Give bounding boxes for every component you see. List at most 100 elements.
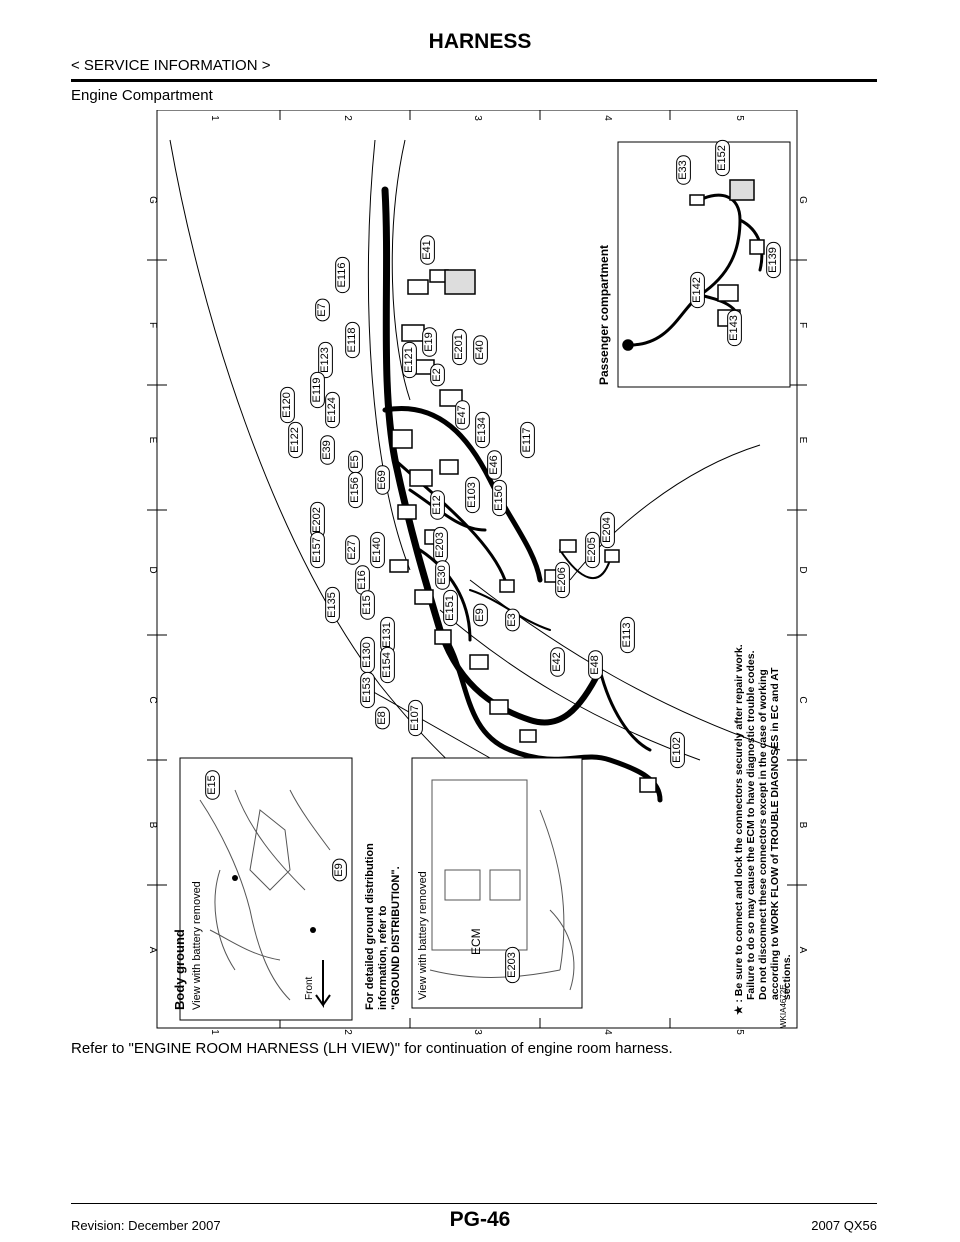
figure-code-text: WKIA4672E (779, 984, 788, 1028)
connector-label-box (452, 328, 467, 366)
section-label: < SERVICE INFORMATION > (71, 57, 271, 74)
footer-rule (71, 1203, 877, 1204)
grid-letter-left: F (147, 322, 158, 328)
connector-callout-text: E122 (289, 427, 301, 453)
connector-label-box (402, 341, 417, 379)
grid-number-top: 5 (734, 115, 745, 121)
body-ground-connector-text: E9 (333, 863, 345, 876)
body-ground-connector-text: E15 (206, 775, 218, 795)
ecm-label: ECM (469, 928, 483, 955)
connector-callout: E131 (380, 616, 395, 654)
connector-label-box (473, 603, 488, 627)
connector-callout-text: E69 (376, 470, 388, 490)
connector-callout-text: E102 (671, 737, 683, 763)
connector-callout: E203 (433, 526, 448, 564)
ground-note-line-text: "GROUND DISTRIBUTION". (390, 866, 402, 1010)
connector-callout: E47 (455, 400, 470, 430)
connector-callout: E206 (555, 561, 570, 599)
connector-label-box (430, 363, 445, 387)
body-ground-connector: E15 (205, 770, 220, 800)
connector-callout: E204 (600, 511, 615, 549)
connector-callout: E157 (310, 531, 325, 569)
grid-letter-left: G (147, 196, 158, 204)
connector-label-box (315, 298, 330, 322)
connector-callout: E12 (430, 490, 445, 520)
grid-number-top: 4 (602, 115, 613, 121)
connector-callout: E2 (430, 363, 445, 387)
connector-label-box (505, 946, 520, 984)
connector-callout: E122 (288, 421, 303, 459)
ecm-label-text: ECM (469, 928, 483, 955)
connector-callout: E135 (325, 586, 340, 624)
figure-code: WKIA4672E (779, 984, 788, 1028)
connector-callout: E41 (420, 235, 435, 265)
connector-callout-text: E116 (336, 263, 348, 288)
connector-label-box (487, 450, 502, 480)
connector-callout: E134 (475, 411, 490, 449)
body-ground-subtitle-text: View with battery removed (191, 881, 203, 1010)
connector-label-box (670, 731, 685, 769)
grid-letter-right: A (797, 947, 808, 954)
connector-callout-text: E48 (589, 655, 601, 675)
connector-callout: E107 (408, 699, 423, 737)
connector-callout-text: E130 (361, 642, 373, 668)
connector-label-box (348, 471, 363, 509)
connector-label-box (310, 531, 325, 569)
model-year: 2007 QX56 (811, 1218, 877, 1233)
connector-callout-text: E151 (444, 595, 456, 621)
grid-number-top: 3 (472, 115, 483, 121)
grid-letter-right: B (797, 822, 808, 829)
star-note-line-text: Do not disconnect these connectors excep… (757, 669, 769, 1000)
connector-callout: E3 (505, 608, 520, 632)
grid-letter-left: C (147, 696, 158, 703)
connector-label-box (443, 589, 458, 627)
grid-letter-left: D (147, 566, 158, 573)
connector-callout-text: E30 (436, 565, 448, 585)
passenger-connector-callout-text: E139 (767, 247, 779, 273)
ecm-inset (411, 757, 583, 1009)
star-note-line-text: ★ : Be sure to connect and lock the conn… (733, 644, 745, 1015)
diagram-frame (156, 110, 798, 1029)
passenger-connector-callout-text: E142 (691, 277, 703, 303)
connector-callout: E201 (452, 328, 467, 366)
connector-label-box (727, 309, 742, 347)
connector-callout: E120 (280, 386, 295, 424)
connector-label-box (435, 560, 450, 590)
connector-callout: E42 (550, 647, 565, 677)
connector-label-box (335, 256, 350, 294)
connector-label-box (588, 650, 603, 680)
connector-callout-text: E157 (311, 537, 323, 563)
connector-callout-text: E121 (403, 347, 415, 373)
passenger-connector-callout-text: E152 (716, 145, 728, 171)
connector-callout-text: E103 (466, 482, 478, 508)
connector-callout-text: E113 (621, 623, 633, 648)
body-ground-inset (179, 757, 353, 1021)
connector-callout-text: E202 (311, 507, 323, 533)
star-note-line: ★ : Be sure to connect and lock the conn… (733, 644, 745, 1015)
body-ground-title: Body ground (172, 929, 187, 1010)
connector-label-box (520, 421, 535, 459)
body-ground-title-text: Body ground (172, 929, 187, 1010)
connector-callout-text: E205 (586, 537, 598, 563)
connector-label-box (430, 490, 445, 520)
star-note-line-text: sections. (781, 954, 793, 1000)
page-number: PG-46 (449, 1208, 511, 1231)
connector-callout: E27 (345, 535, 360, 565)
grid-letter-right: C (797, 696, 808, 703)
ground-note-line: information, refer to (377, 905, 389, 1010)
connector-callout: E46 (487, 450, 502, 480)
connector-callout: E123 (318, 341, 333, 379)
connector-callout: E7 (315, 298, 330, 322)
connector-callout-text: E12 (431, 495, 443, 515)
ground-note-line: For detailed ground distribution (364, 843, 376, 1010)
connector-label-box (370, 531, 385, 569)
grid-number-top: 1 (209, 115, 220, 121)
passenger-connector-callout: E33 (676, 155, 691, 185)
connector-callout: E156 (348, 471, 363, 509)
connector-callout-text: E206 (556, 567, 568, 593)
passenger-compartment-title-text: Passenger compartment (597, 245, 611, 385)
connector-label-box (555, 561, 570, 599)
